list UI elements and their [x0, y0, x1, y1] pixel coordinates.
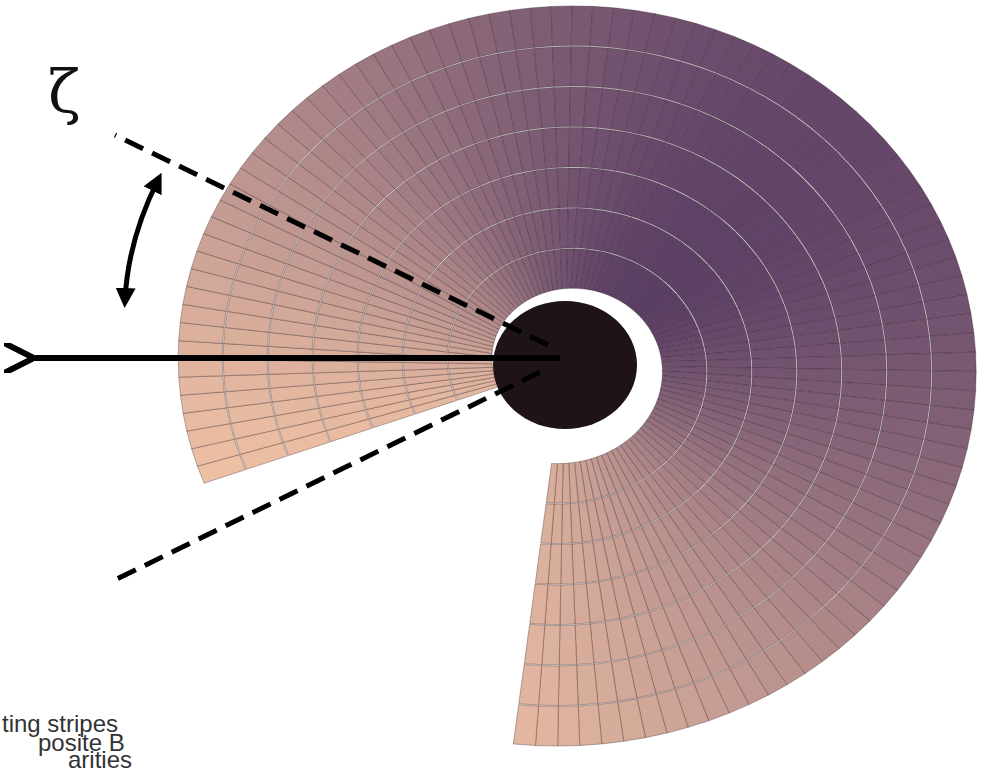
angle-marks	[28, 135, 560, 580]
sheet-segment	[932, 352, 977, 371]
sheet-segment	[571, 6, 593, 46]
sheet-segment	[887, 370, 931, 388]
sheet-segment	[561, 544, 574, 584]
axis-arrow	[28, 355, 560, 361]
sheet-segment	[180, 392, 226, 413]
sheet-segment	[840, 340, 885, 356]
sheet-segment	[560, 585, 575, 625]
sheet-segment	[707, 359, 751, 368]
sheet-segment	[706, 350, 751, 360]
sheet-segment	[887, 354, 932, 371]
sheet-segment	[178, 359, 223, 377]
sheet-segment	[538, 87, 556, 128]
sheet-segment	[519, 664, 542, 705]
sheet-segment	[598, 702, 624, 744]
sheet-segment	[558, 665, 578, 705]
sheet-segment	[530, 6, 552, 47]
sheet-segment	[572, 543, 586, 584]
sheet-segment	[510, 8, 534, 50]
sheet-segment	[554, 87, 570, 127]
sheet-segment	[179, 376, 224, 396]
sheet-segment	[535, 706, 558, 746]
sheet-segment	[751, 347, 796, 359]
sheet-segment	[570, 503, 582, 543]
sheet-segment	[797, 356, 842, 369]
sheet-segment	[403, 362, 447, 370]
sheet-segment	[752, 358, 796, 369]
sheet-segment	[553, 46, 572, 86]
sheet-segment	[224, 374, 269, 391]
sheet-segment	[535, 544, 551, 584]
sheet-segment	[268, 360, 313, 374]
sheet-segment	[662, 361, 706, 368]
sheet-segment	[539, 666, 560, 706]
sheet-segment	[542, 128, 557, 169]
sheet-segment	[358, 362, 402, 372]
sheet-segment	[513, 705, 538, 746]
sheet-segment	[577, 664, 598, 705]
sheet-segment	[546, 464, 557, 504]
sheet-segment	[558, 706, 580, 746]
sheet-segment	[269, 373, 314, 388]
sheet-segment	[313, 361, 357, 373]
caption-text: arities	[68, 748, 132, 772]
sheet-segment	[534, 47, 554, 88]
sheet-segment	[578, 704, 602, 745]
sheet-segment	[223, 360, 268, 376]
sheet-core	[493, 301, 637, 429]
sheet-segment	[796, 343, 841, 357]
sheet-segment	[885, 336, 930, 355]
dashed-line	[115, 135, 548, 345]
sheet-segment	[541, 504, 554, 544]
sheet-segment	[559, 625, 576, 665]
sheet-segment	[574, 583, 591, 624]
sheet-segment	[551, 6, 572, 46]
sheet-segment	[561, 249, 568, 289]
sheet-segment	[562, 504, 572, 544]
sheet-segment	[524, 624, 545, 664]
sheet-segment	[575, 624, 594, 665]
angle-symbol: ζ	[48, 62, 81, 122]
sheet-segment	[927, 314, 973, 337]
sheet-segment	[842, 355, 887, 370]
sheet-segment	[930, 333, 976, 354]
sheet-segment	[932, 371, 976, 391]
sheet-segment	[530, 584, 548, 624]
sheet-segment	[556, 127, 570, 167]
sheet-segment	[314, 372, 359, 385]
sheet-segment	[546, 168, 559, 208]
angle-arrow	[125, 180, 158, 300]
sheet-segment	[559, 208, 568, 248]
sheet-segment	[359, 370, 404, 381]
spiral-sheet	[178, 6, 976, 746]
sheet-segment	[557, 168, 568, 208]
dashed-line	[115, 372, 540, 580]
sheet-segment	[562, 463, 570, 503]
